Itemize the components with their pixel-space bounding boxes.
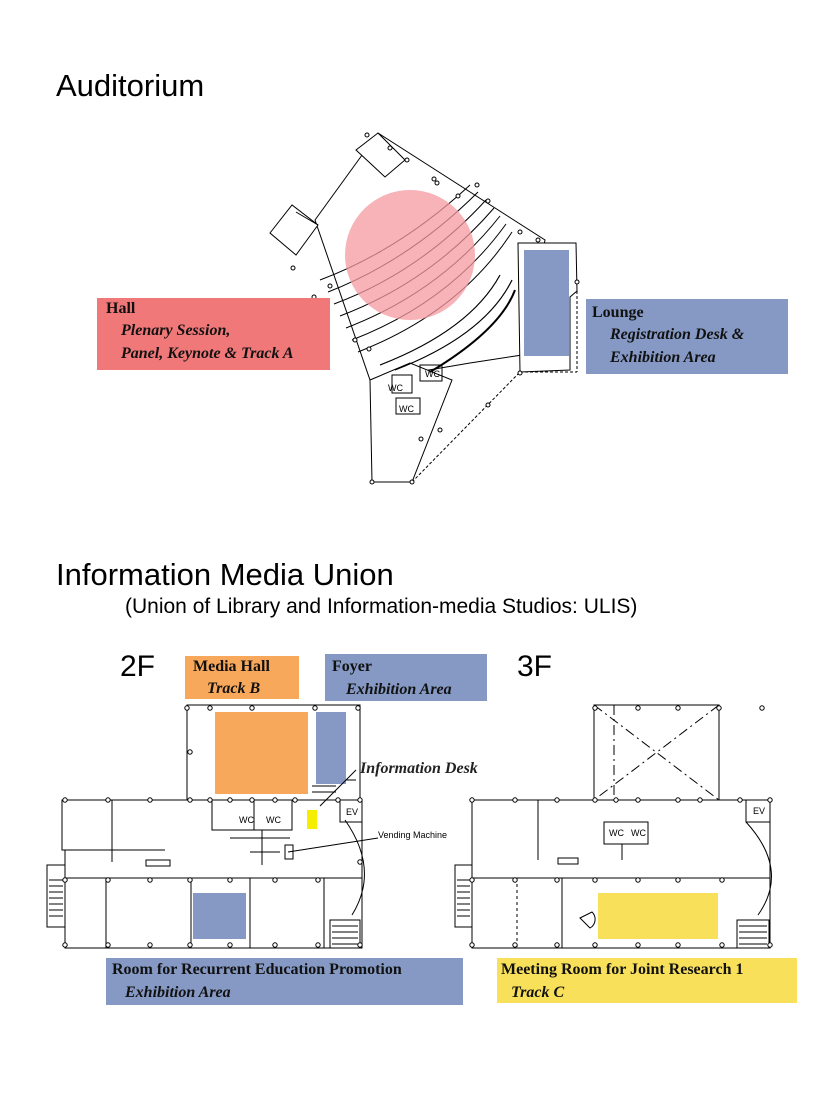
wc-label: WC bbox=[425, 369, 440, 379]
hall-label-box: Hall Plenary Session, Panel, Keynote & T… bbox=[97, 298, 330, 370]
floor-2f-label: 2F bbox=[120, 650, 156, 683]
recurrent-room-sub: Exhibition Area bbox=[125, 984, 231, 1001]
ev-label: EV bbox=[753, 806, 766, 816]
floor-3f-label: 3F bbox=[517, 650, 553, 683]
wc-label: WC bbox=[399, 404, 414, 414]
imu-title: Information Media Union bbox=[56, 557, 394, 592]
lounge-name: Lounge bbox=[592, 304, 644, 321]
auditorium-title: Auditorium bbox=[56, 68, 205, 103]
ev-label: EV bbox=[346, 807, 359, 817]
imu-subtitle: (Union of Library and Information-media … bbox=[125, 595, 638, 618]
lounge-label-box: Lounge Registration Desk & Exhibition Ar… bbox=[586, 299, 788, 374]
information-desk-highlight bbox=[307, 810, 317, 829]
foyer-label-box: Foyer Exhibition Area bbox=[325, 654, 487, 701]
wc-label: WC bbox=[239, 815, 254, 825]
foyer-sub: Exhibition Area bbox=[346, 681, 452, 698]
vending-machine-label: Vending Machine bbox=[378, 830, 448, 840]
hall-line2: Panel, Keynote & Track A bbox=[121, 345, 294, 362]
meeting-room-sub: Track C bbox=[511, 984, 565, 1001]
media-hall-highlight bbox=[215, 712, 308, 794]
lounge-line2: Exhibition Area bbox=[610, 349, 716, 366]
wc-label: WC bbox=[631, 828, 646, 838]
foyer-highlight bbox=[316, 712, 346, 784]
hall-name: Hall bbox=[106, 300, 136, 317]
meeting-room-label-box: Meeting Room for Joint Research 1 Track … bbox=[497, 958, 797, 1003]
recurrent-room-highlight bbox=[193, 893, 246, 939]
hall-highlight bbox=[345, 190, 475, 320]
media-hall-sub: Track B bbox=[207, 680, 261, 697]
wc-label: WC bbox=[266, 815, 281, 825]
meeting-room-name: Meeting Room for Joint Research 1 bbox=[501, 961, 744, 978]
meeting-room-highlight bbox=[598, 893, 718, 939]
media-hall-label-box: Media Hall Track B bbox=[185, 656, 299, 699]
wc-label: WC bbox=[388, 383, 403, 393]
wc-label: WC bbox=[609, 828, 624, 838]
media-hall-name: Media Hall bbox=[193, 658, 270, 675]
lounge-line1: Registration Desk & bbox=[610, 326, 745, 343]
recurrent-room-label-box: Room for Recurrent Education Promotion E… bbox=[106, 958, 463, 1005]
recurrent-room-name: Room for Recurrent Education Promotion bbox=[112, 961, 402, 978]
foyer-name: Foyer bbox=[332, 658, 372, 675]
information-desk-label: Information Desk bbox=[360, 760, 478, 777]
spiral-stair-icon bbox=[579, 911, 596, 929]
lounge-highlight bbox=[524, 250, 569, 356]
hall-line1: Plenary Session, bbox=[121, 322, 231, 339]
